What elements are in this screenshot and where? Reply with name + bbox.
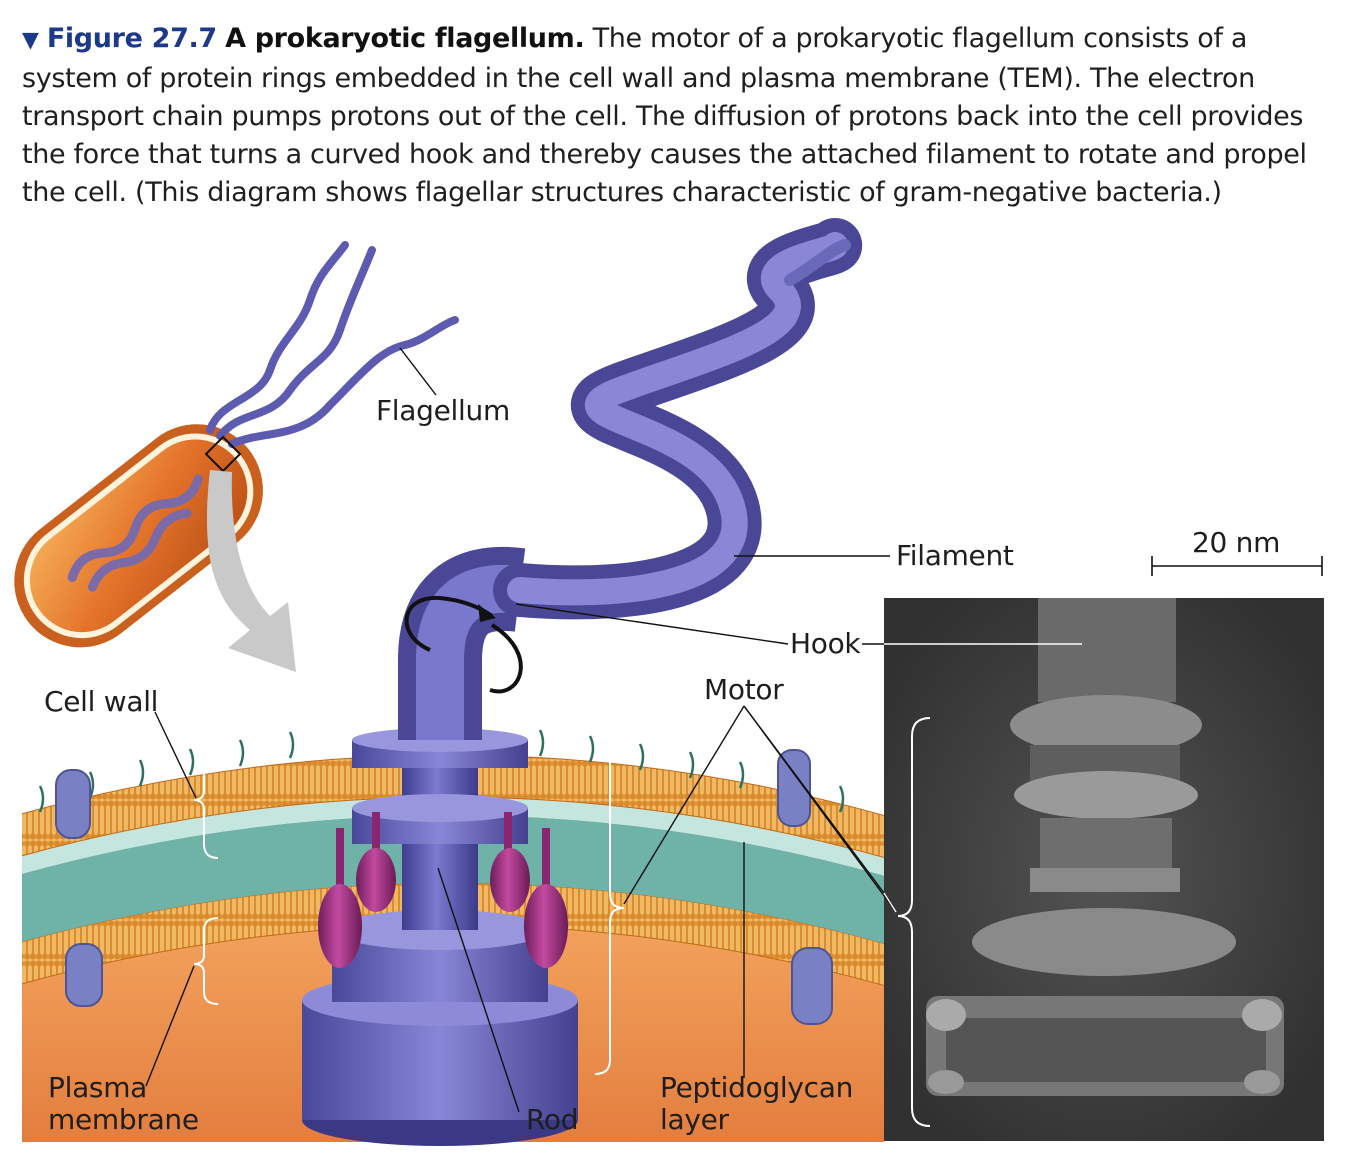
hook-and-filament	[398, 218, 863, 740]
label-plasma-membrane-line1: Plasma	[48, 1071, 148, 1104]
scale-bar	[1151, 556, 1323, 576]
label-plasma-membrane-line2: membrane	[48, 1103, 199, 1136]
label-hook: Hook	[790, 627, 861, 660]
label-peptidoglycan-line2: layer	[660, 1103, 729, 1136]
label-cell-wall: Cell wall	[44, 685, 159, 718]
down-triangle-icon: ▼	[22, 28, 39, 53]
rotation-arrow-icon	[404, 595, 523, 694]
zoom-arrow-icon	[206, 470, 296, 672]
tem-micrograph	[884, 598, 1324, 1141]
brackets	[193, 717, 931, 1127]
bacterium-cell	[14, 241, 459, 648]
label-flagellum: Flagellum	[376, 394, 510, 427]
label-rod: Rod	[526, 1103, 579, 1136]
flagellar-motor	[302, 728, 578, 1146]
label-scale-bar: 20 nm	[1192, 526, 1281, 559]
caption-body: The motor of a prokaryotic flagellum con…	[22, 23, 1307, 208]
figure-caption: ▼ Figure 27.7 A prokaryotic flagellum. T…	[22, 20, 1332, 212]
leader-lines	[145, 347, 1082, 1113]
stator-proteins	[318, 812, 568, 968]
label-filament: Filament	[896, 539, 1014, 572]
figure-title: A prokaryotic flagellum.	[225, 23, 585, 54]
label-peptidoglycan-line1: Peptidoglycan	[660, 1071, 854, 1104]
figure-number: Figure 27.7	[46, 23, 217, 54]
label-motor: Motor	[704, 673, 784, 706]
zoom-box	[204, 435, 242, 473]
